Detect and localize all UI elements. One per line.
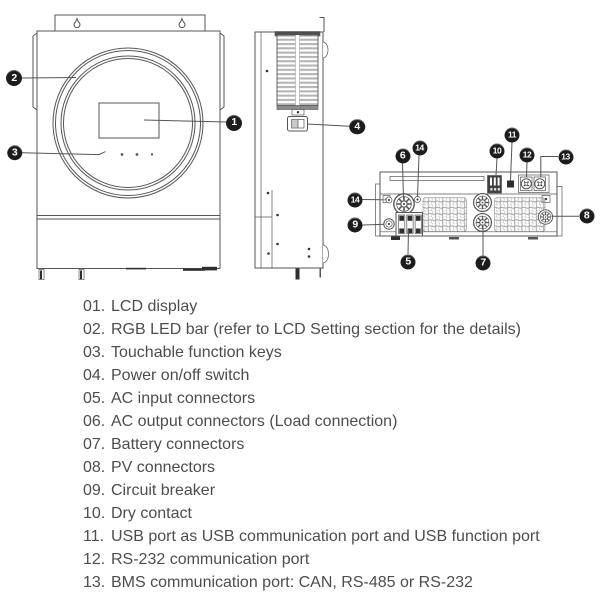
legend-item-number: 06. xyxy=(83,413,106,430)
legend-item-number: 07. xyxy=(83,436,106,453)
callout-13: 13 xyxy=(558,149,573,164)
callout-8: 8 xyxy=(579,208,594,224)
callout-2: 2 xyxy=(6,70,22,86)
rear-view xyxy=(362,141,579,256)
callout-14b: 14 xyxy=(347,192,363,207)
legend-item-label: AC output connectors (Load connection) xyxy=(111,413,398,430)
legend-list: 01. LCD display 02. RGB LED bar (refer to L… xyxy=(83,295,583,594)
legend-item-number: 10. xyxy=(83,505,106,522)
callout-12: 12 xyxy=(519,147,535,162)
callout-10: 10 xyxy=(489,143,505,159)
leader-3 xyxy=(21,151,106,156)
keyhole-slot-right xyxy=(178,17,186,29)
legend-item-number: 01. xyxy=(83,298,106,315)
side-view xyxy=(254,17,350,280)
side-screws xyxy=(265,69,311,258)
legend-item-label: LCD display xyxy=(111,298,198,315)
rear-feet xyxy=(391,236,538,240)
legend-item-number: 03. xyxy=(83,344,106,361)
legend-item-label: RGB LED bar (refer to LCD Setting sectio… xyxy=(111,321,521,338)
ground-screws xyxy=(385,196,421,204)
legend-item-08: 08. PV connectors xyxy=(83,456,583,479)
legend-item-10: 10. Dry contact xyxy=(83,502,583,525)
callout-4: 4 xyxy=(349,118,365,135)
right-wing xyxy=(219,32,225,111)
legend-item-label: Power on/off switch xyxy=(111,367,250,384)
rear-leaders xyxy=(362,141,579,256)
legend-item-label: USB port as USB communication port and U… xyxy=(111,528,540,545)
legend-item-label: AC input connectors xyxy=(111,390,256,407)
legend-item-number: 12. xyxy=(83,551,106,568)
serial-ports xyxy=(518,174,550,193)
legend-item-label: Dry contact xyxy=(111,505,192,522)
legend-item-number: 02. xyxy=(83,321,106,338)
legend-item-number: 08. xyxy=(83,459,106,476)
vent-slot xyxy=(389,176,485,181)
front-feet xyxy=(38,266,217,280)
legend-item-04: 04. Power on/off switch xyxy=(83,364,583,387)
legend-item-01: 01. LCD display xyxy=(83,295,583,318)
legend-item-label: Touchable function keys xyxy=(111,344,282,361)
dry-contact xyxy=(487,175,502,194)
grille-tab xyxy=(291,109,305,116)
legend-item-label: BMS communication port: CAN, RS-485 or R… xyxy=(111,574,473,591)
side-feet xyxy=(295,268,321,280)
left-wing xyxy=(32,32,38,111)
legend-item-03: 03. Touchable function keys xyxy=(83,341,583,364)
legend-item-label: Circuit breaker xyxy=(111,482,216,499)
legend-item-12: 12. RS-232 communication port xyxy=(83,548,583,571)
leader-2 xyxy=(21,77,77,79)
legend-item-02: 02. RGB LED bar (refer to LCD Setting sec… xyxy=(83,318,583,341)
wall-hook xyxy=(319,17,325,32)
leader-1 xyxy=(143,119,227,123)
callout-6: 6 xyxy=(395,148,410,163)
legend-item-09: 09. Circuit breaker xyxy=(83,479,583,502)
bms-port xyxy=(533,176,546,191)
legend-item-11: 11. USB port as USB communication port an… xyxy=(83,525,583,548)
front-view xyxy=(21,14,227,280)
callout-11: 11 xyxy=(504,127,520,142)
legend-item-05: 05. AC input connectors xyxy=(83,387,583,410)
ac-input-terminal xyxy=(395,212,423,237)
rs232-port xyxy=(520,176,533,191)
legend-item-number: 09. xyxy=(83,482,106,499)
legend-item-number: 13. xyxy=(83,574,106,591)
side-bump-top xyxy=(322,41,329,59)
legend-item-label: PV connectors xyxy=(111,459,216,476)
power-switch xyxy=(287,116,308,132)
leader-4 xyxy=(307,123,350,127)
callout-9: 9 xyxy=(347,217,363,233)
legend-item-label: RS-232 communication port xyxy=(111,551,310,568)
legend-item-06: 06. AC output connectors (Load connection… xyxy=(83,410,583,433)
touch-function-keys xyxy=(120,153,154,156)
side-bump-bottom xyxy=(322,244,329,264)
legend-item-label: Battery connectors xyxy=(111,436,245,453)
legend-item-number: 11. xyxy=(83,528,105,545)
rgb-led-ring xyxy=(52,47,204,199)
callout-14a: 14 xyxy=(412,140,427,156)
vent-grille xyxy=(274,31,321,110)
keyhole-slot-left xyxy=(73,17,81,29)
callout-1: 1 xyxy=(226,114,242,131)
legend-item-number: 05. xyxy=(83,390,106,407)
legend-item-13: 13. BMS communication port: CAN, RS-485 o… xyxy=(83,571,583,594)
usb-port xyxy=(507,180,514,188)
legend-item-07: 07. Battery connectors xyxy=(83,433,583,456)
callout-3: 3 xyxy=(6,144,23,161)
callout-5: 5 xyxy=(400,254,416,269)
callout-7: 7 xyxy=(475,255,491,271)
legend-item-number: 04. xyxy=(83,367,106,384)
